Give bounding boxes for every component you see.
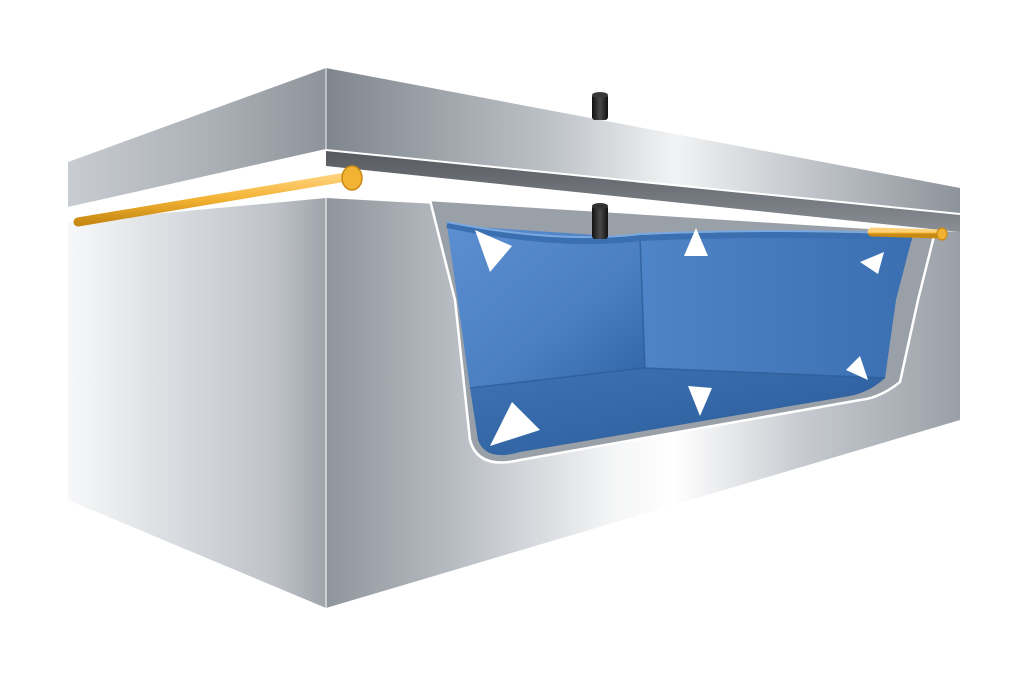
housing-front-face — [68, 198, 326, 608]
liner-right-wall — [640, 238, 912, 378]
port-icon — [592, 94, 608, 120]
arrow-icon — [475, 230, 512, 272]
inner-port — [592, 203, 608, 239]
lid — [67, 68, 961, 232]
pressure-arrows — [475, 228, 884, 446]
cavity-rim — [428, 198, 937, 464]
seal-tube — [73, 165, 948, 241]
seal-tube-end-left — [341, 165, 363, 191]
seal-tube-left — [73, 171, 357, 227]
liner-top-hem-highlight — [446, 221, 913, 239]
port-icon — [592, 205, 608, 239]
arrow-icon — [688, 386, 712, 416]
inner-liner — [446, 221, 913, 456]
lid-side-face — [326, 68, 960, 232]
arrow-icon — [684, 228, 708, 256]
arrow-icon — [860, 252, 884, 274]
arrow-icon — [846, 356, 868, 380]
liner-back-wall — [447, 225, 645, 388]
lid-underside — [326, 150, 960, 232]
arrow-icon — [490, 402, 540, 446]
liner-floor — [470, 368, 885, 456]
liner-top-hem — [446, 222, 913, 245]
seal-tube-right — [867, 227, 945, 239]
seal-tube-end-right — [936, 227, 948, 241]
top-port — [592, 92, 608, 120]
liner-fold-lines — [469, 237, 886, 389]
lid-front-face — [68, 68, 326, 208]
